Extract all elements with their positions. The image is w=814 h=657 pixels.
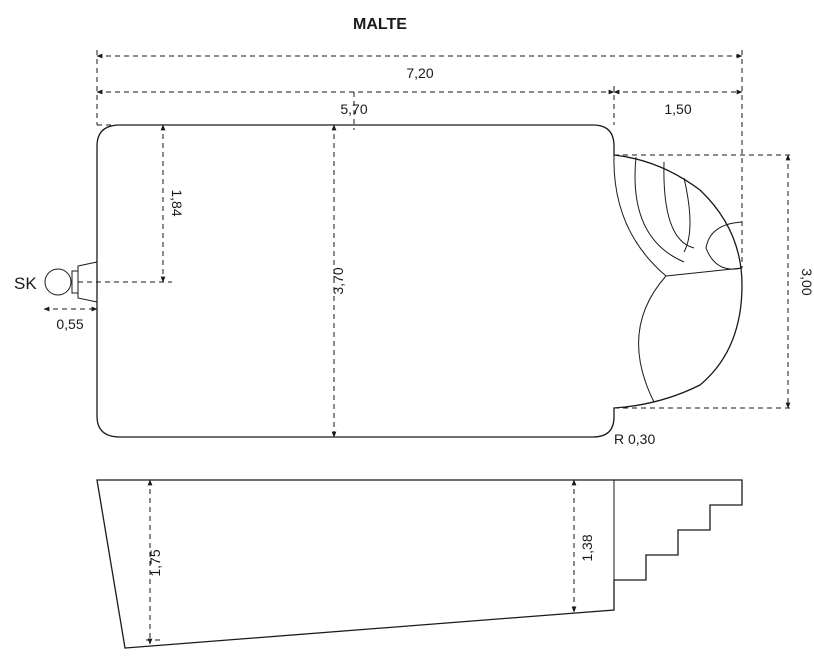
- drawing-title: MALTE: [353, 16, 407, 33]
- dimension-total-length: 7,20: [96, 50, 743, 268]
- dim-skimmer-distance: 0,55: [56, 316, 83, 332]
- pool-outline: [96, 124, 743, 438]
- corner-radius-label: R 0,30: [614, 431, 655, 447]
- dim-shallow-end: 1,38: [579, 534, 595, 561]
- pool-section: [96, 479, 743, 649]
- dim-total-length: 7,20: [406, 65, 433, 81]
- section-outline: [96, 479, 743, 649]
- dimension-body-and-stairs: 5,70 1,50: [96, 86, 743, 130]
- dim-width: 3,70: [330, 267, 346, 294]
- dimension-skimmer-offset: 1,84: [78, 124, 185, 283]
- dimension-skimmer-distance: 0,55: [43, 306, 98, 332]
- dim-stair-width: 3,00: [799, 268, 814, 295]
- dim-deep-end: 1,75: [147, 549, 163, 576]
- dimension-shallow-end: 1,38: [571, 479, 595, 613]
- dim-skimmer-offset: 1,84: [169, 189, 185, 216]
- skimmer-mouth: [77, 261, 98, 303]
- skimmer-neck: [71, 270, 79, 294]
- dim-stair-length: 1,50: [664, 101, 691, 117]
- dimension-stair-width: 3,00: [614, 154, 814, 409]
- dimension-deep-end: 1,75: [146, 479, 163, 645]
- skimmer-circle: [44, 268, 72, 296]
- dimension-width: 3,70: [330, 124, 346, 438]
- roman-stairs: [613, 154, 743, 403]
- dim-body-length: 5,70: [340, 101, 367, 117]
- skimmer: SK: [14, 261, 98, 303]
- skimmer-label: SK: [14, 274, 37, 293]
